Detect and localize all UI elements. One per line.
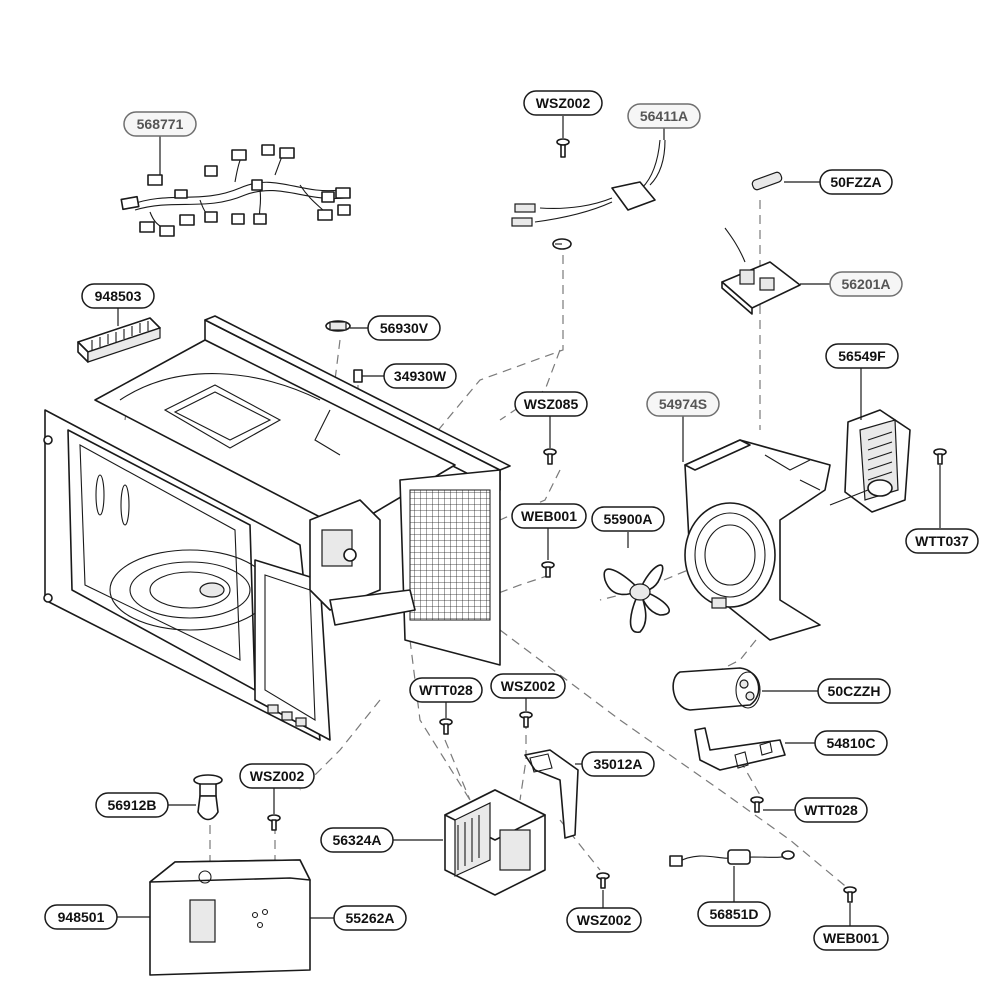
callout-34930W: 34930W	[383, 363, 457, 389]
oven-cavity-drawing	[43, 315, 511, 741]
callout-WTT037: WTT037	[905, 528, 979, 554]
callout-WSZ002-mid: WSZ002	[490, 673, 566, 699]
part-number-label: WTT037	[915, 533, 969, 549]
part-number-label: WSZ002	[501, 678, 556, 694]
part-number-label: 56411A	[640, 108, 688, 124]
part-number-label: WTT028	[804, 802, 858, 818]
part-number-label: WEB001	[823, 930, 879, 946]
screw-drawings	[267, 448, 947, 903]
callout-50CZZH: 50CZZH	[817, 678, 891, 704]
callout-WSZ085: WSZ085	[514, 391, 588, 417]
leader-lines	[117, 116, 941, 926]
part-number-label: 948503	[95, 288, 142, 304]
part-number-label: WTT028	[419, 682, 473, 698]
fan-motor-drawing	[829, 409, 911, 513]
callout-56549F: 56549F	[825, 343, 899, 369]
lamp-drawing	[193, 774, 223, 821]
fan-blade-drawing	[603, 564, 671, 633]
callout-568771: 568771	[123, 111, 197, 137]
fuse-drawing	[751, 171, 783, 191]
part-number-label: WSZ002	[536, 95, 591, 111]
callout-55262A: 55262A	[333, 905, 407, 931]
transformer-drawing	[444, 789, 546, 896]
part-number-label: 568771	[137, 116, 184, 132]
callout-948501: 948501	[44, 904, 118, 930]
callout-56411A: 56411A	[627, 103, 701, 129]
callout-WSZ002-left: WSZ002	[239, 763, 315, 789]
noise-filter-board-drawing	[721, 227, 801, 315]
choke-block-drawing	[77, 317, 161, 363]
capacitor-bracket-drawing	[694, 727, 786, 771]
callout-54810C: 54810C	[814, 730, 888, 756]
transformer-bracket-drawing	[524, 749, 579, 839]
capacitor-drawing	[672, 667, 761, 711]
part-number-label: 55262A	[345, 910, 394, 926]
callout-WEB001-mid: WEB001	[511, 503, 587, 529]
part-number-label: 948501	[58, 909, 105, 925]
callout-56324A: 56324A	[320, 827, 394, 853]
callout-948503: 948503	[81, 283, 155, 309]
part-number-label: WSZ002	[250, 768, 305, 784]
fan-duct-drawing	[684, 439, 831, 641]
part-number-label: 56851D	[709, 906, 758, 922]
part-number-label: 50CZZH	[828, 683, 881, 699]
callout-54974S: 54974S	[646, 391, 720, 417]
part-number-label: WSZ002	[577, 912, 632, 928]
callout-WTT028-left: WTT028	[409, 677, 483, 703]
callout-56912B: 56912B	[95, 792, 169, 818]
part-number-label: 54974S	[659, 396, 707, 412]
part-number-label: 54810C	[826, 735, 875, 751]
part-number-label: 34930W	[394, 368, 447, 384]
wire-harness-drawing	[120, 144, 351, 237]
callout-56930V: 56930V	[367, 315, 441, 341]
base-cover-drawing	[149, 859, 311, 976]
ground-harness-drawing	[669, 849, 795, 867]
thermostat-drawing	[325, 320, 363, 383]
callout-WSZ002-bottom: WSZ002	[566, 907, 642, 933]
part-number-label: WSZ085	[524, 396, 579, 412]
callout-55900A: 55900A	[591, 506, 665, 532]
callout-WTT028-right: WTT028	[794, 797, 868, 823]
part-number-label: 50FZZA	[830, 174, 881, 190]
part-number-label: 56201A	[841, 276, 890, 292]
callout-35012A: 35012A	[581, 751, 655, 777]
part-number-label: 35012A	[593, 756, 642, 772]
callout-56201A: 56201A	[829, 271, 903, 297]
part-number-label: 56912B	[107, 797, 156, 813]
callout-56851D: 56851D	[697, 901, 771, 927]
sensor-harness-drawing	[511, 138, 666, 250]
callout-50FZZA: 50FZZA	[819, 169, 893, 195]
part-number-label: 55900A	[603, 511, 652, 527]
part-number-label: 56930V	[380, 320, 429, 336]
part-number-label: 56549F	[838, 348, 886, 364]
callout-WSZ002-top: WSZ002	[523, 90, 603, 116]
part-number-label: WEB001	[521, 508, 577, 524]
part-number-label: 56324A	[332, 832, 381, 848]
callout-WEB001-bottom: WEB001	[813, 925, 889, 951]
